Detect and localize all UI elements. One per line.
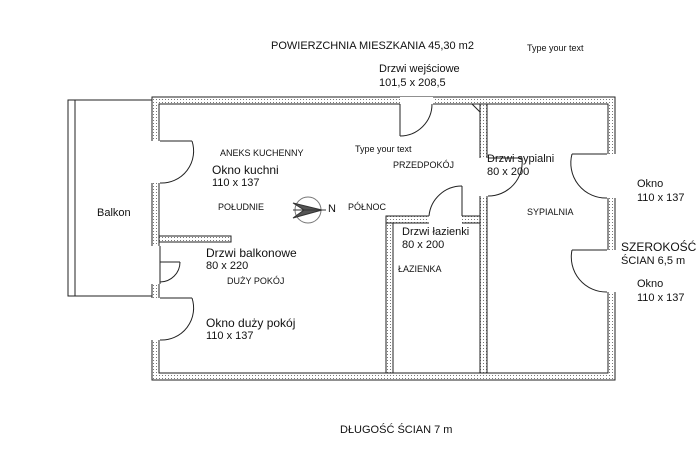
south-label: POŁUDNIE: [218, 202, 265, 212]
kitchen-window-size: 110 x 137: [212, 177, 260, 189]
wall-width-label-line2: ŚCIAN 6,5 m: [621, 255, 686, 267]
bedroom-door-label: Drzwi sypialni: [487, 153, 555, 165]
wall-length-label: DŁUGOŚĆ ŚCIAN 7 m: [340, 424, 453, 436]
balcony-outline: [67, 99, 153, 297]
living-room-label: DUŻY POKÓJ: [227, 276, 285, 286]
bedroom-window-2-size: 110 x 137: [637, 292, 685, 304]
compass-icon: [292, 196, 326, 224]
kitchenette-label: ANEKS KUCHENNY: [220, 148, 304, 158]
living-window-label: Okno duży pokój: [206, 316, 296, 330]
wall-width-label-line1: SZEROKOŚĆ: [621, 240, 697, 254]
balcony-door-size: 80 x 220: [206, 260, 249, 272]
bathroom-door-size: 80 x 200: [402, 239, 445, 251]
bedroom-window-1-label: Okno: [637, 178, 664, 190]
north-label: PÓŁNOC: [348, 202, 387, 212]
kitchen-window-label: Okno kuchni: [212, 163, 279, 177]
door-swings: [159, 103, 608, 341]
bedroom-label: SYPIALNIA: [527, 207, 574, 217]
bedroom-window-1-size: 110 x 137: [637, 192, 685, 204]
hallway-label: PRZEDPOKÓJ: [393, 160, 455, 170]
entrance-door-size: 101,5 x 208,5: [379, 77, 446, 89]
balcony-door-label: Drzwi balkonowe: [206, 246, 297, 260]
placeholder-text-top: Type your text: [527, 43, 584, 53]
bedroom-window-2-label: Okno: [637, 278, 664, 290]
compass-letter: N: [328, 203, 336, 215]
wall-openings: [151, 97, 616, 340]
bathroom-label: ŁAZIENKA: [398, 264, 442, 274]
placeholder-text-mid: Type your text: [355, 144, 412, 154]
bathroom-door-label: Drzwi łazienki: [402, 226, 470, 238]
living-window-size: 110 x 137: [206, 330, 254, 342]
balcony-label: Balkon: [97, 207, 131, 219]
bedroom-door-size: 80 x 200: [487, 166, 530, 178]
entrance-door-label: Drzwi wejściowe: [379, 63, 460, 75]
area-title: POWIERZCHNIA MIESZKANIA 45,30 m2: [271, 40, 474, 52]
